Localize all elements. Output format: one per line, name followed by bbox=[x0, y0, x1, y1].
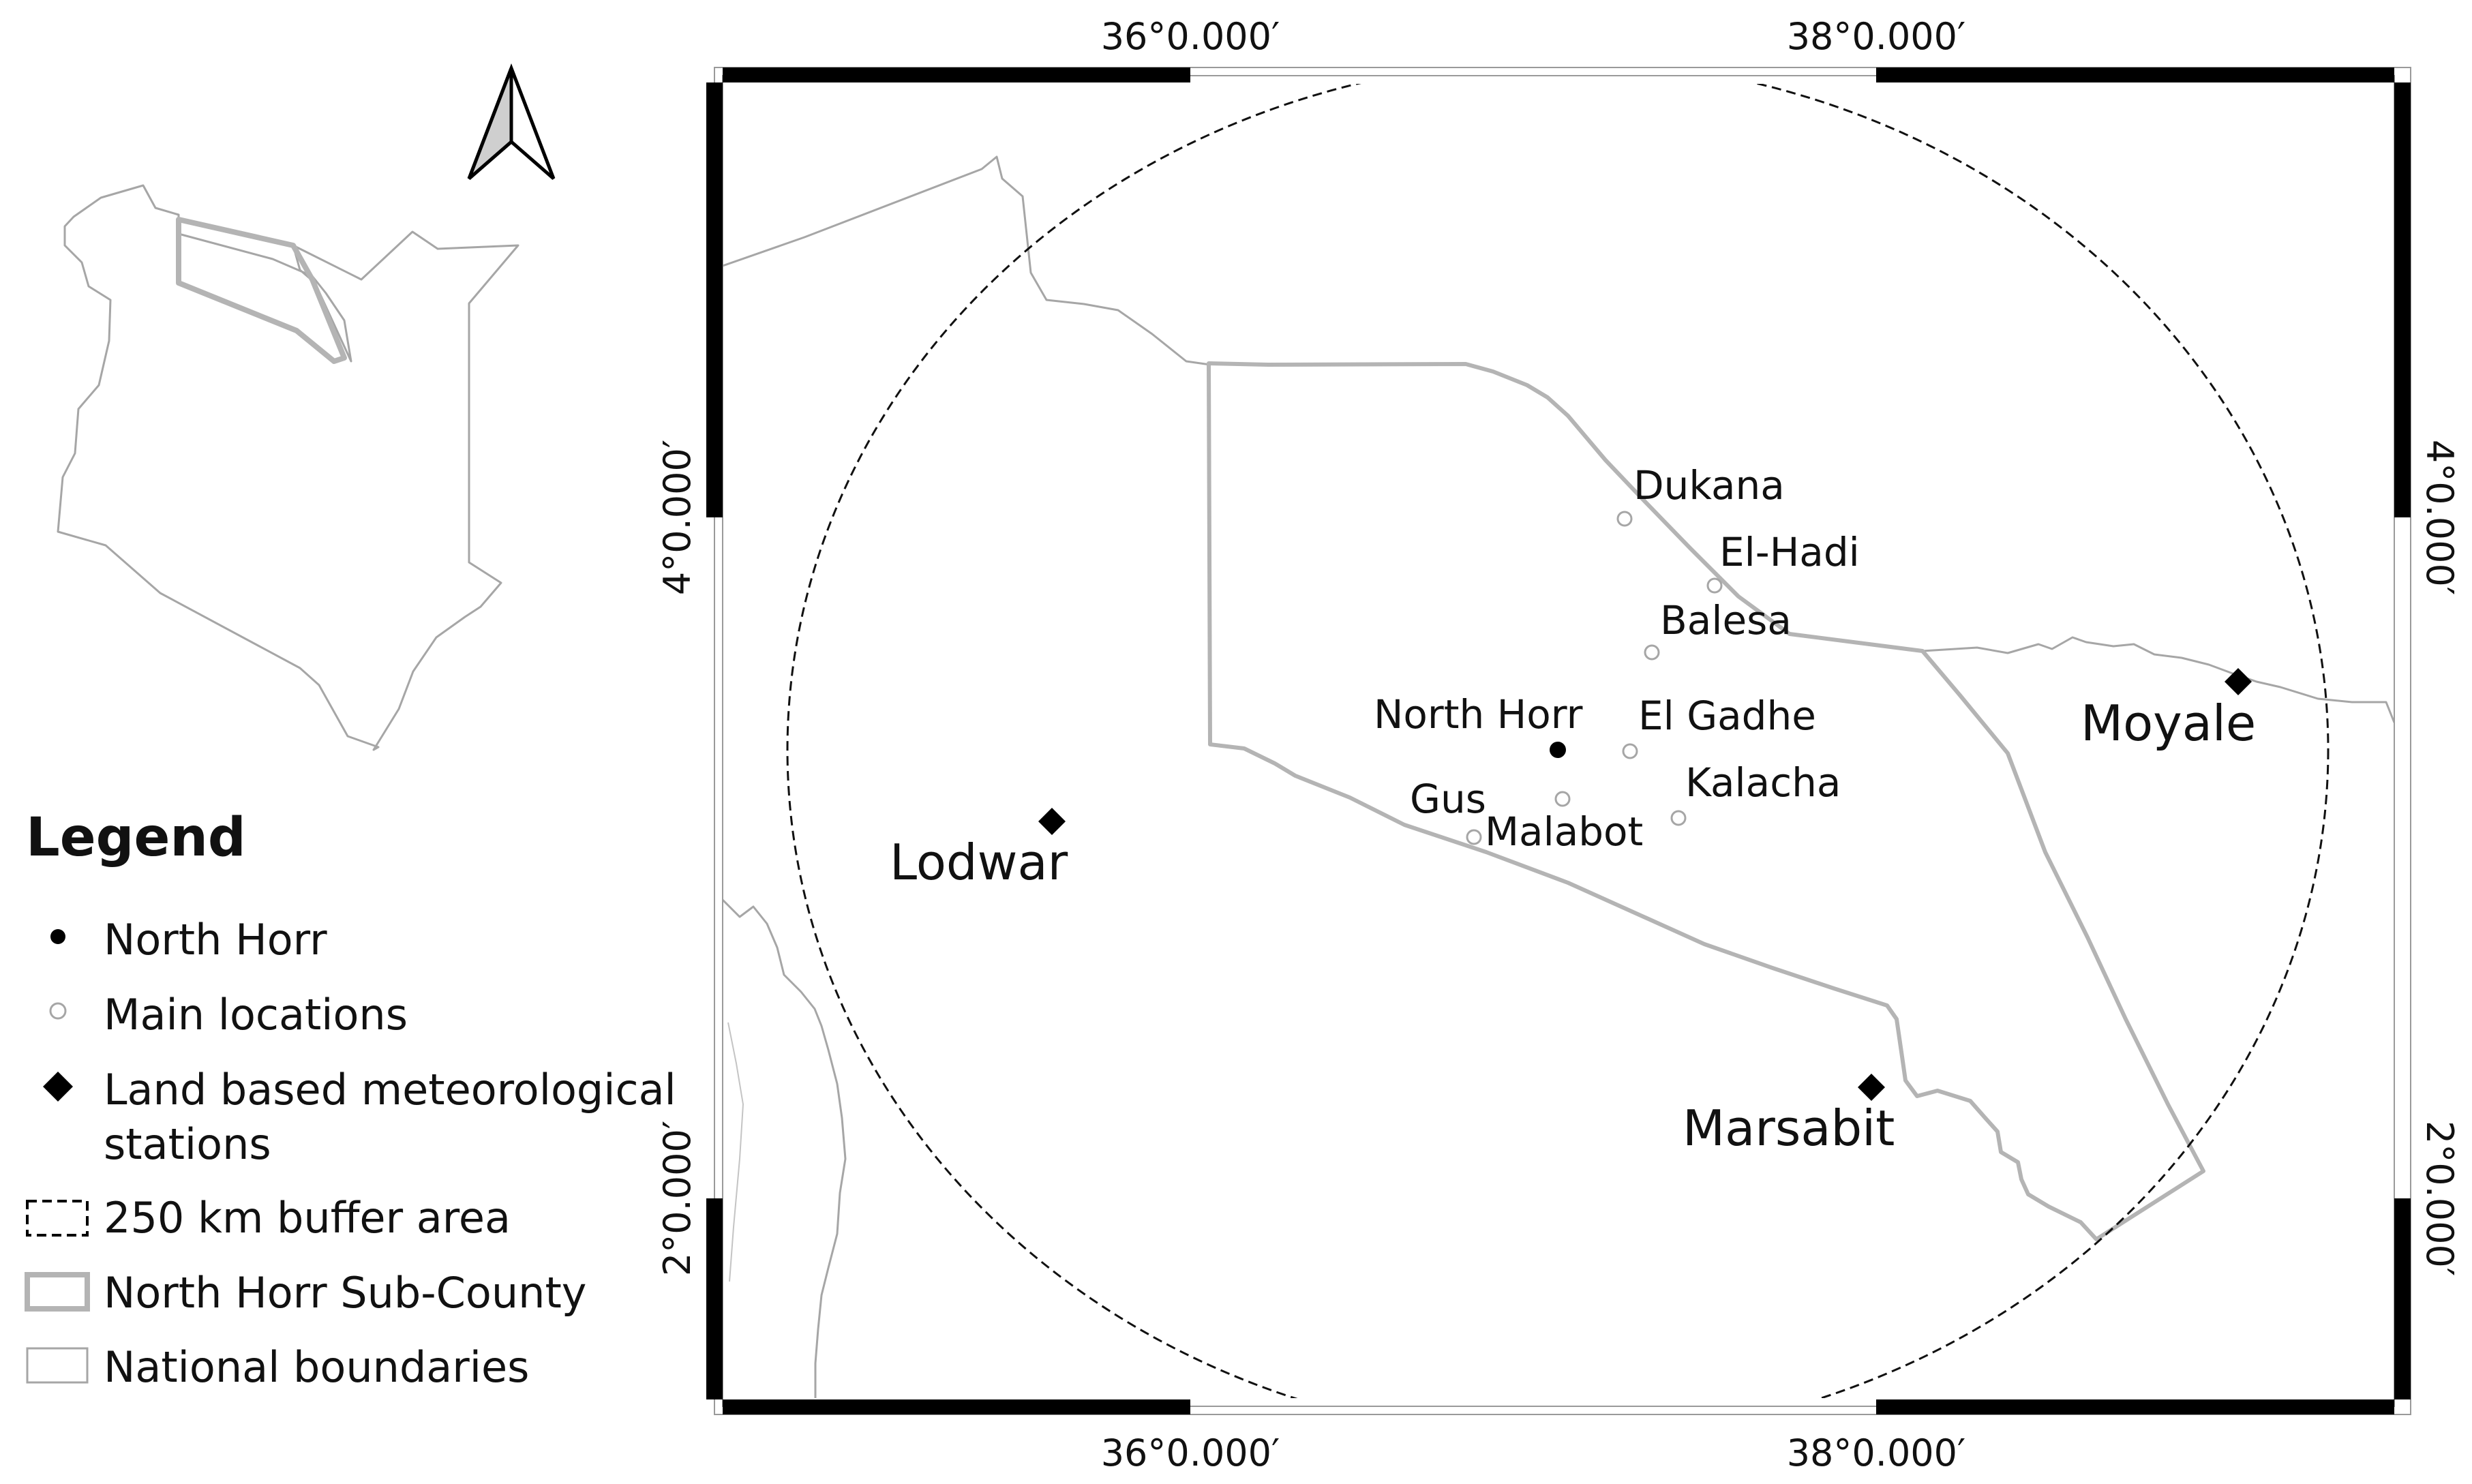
label-malabot: Malabot bbox=[1485, 808, 1643, 855]
grid-label-left-4: 4°0.000′ bbox=[656, 440, 699, 595]
kenya-inset-subcounty bbox=[176, 217, 347, 364]
filled-dot-icon bbox=[50, 929, 65, 944]
grid-label-right-2: 2°0.000′ bbox=[2418, 1121, 2461, 1276]
national-boundary-north bbox=[723, 155, 1211, 366]
grid-label-right-4: 4°0.000′ bbox=[2418, 440, 2461, 595]
legend-title: Legend bbox=[26, 807, 246, 868]
location-marker-malabot bbox=[1466, 829, 1482, 845]
dashed-rect-icon bbox=[26, 1200, 89, 1237]
north-arrow-icon bbox=[467, 63, 556, 180]
label-balesa: Balesa bbox=[1660, 597, 1792, 643]
location-marker-dukana bbox=[1616, 511, 1633, 527]
station-marker-marsabit bbox=[1858, 1074, 1885, 1101]
legend-label-subcounty: North Horr Sub-County bbox=[104, 1268, 586, 1318]
map-frame bbox=[706, 67, 2411, 1415]
grid-label-bottom-36: 36°0.000′ bbox=[1101, 1432, 1280, 1474]
legend-label-buffer: 250 km buffer area bbox=[104, 1193, 511, 1243]
location-marker-el-hadi bbox=[1706, 577, 1723, 594]
label-marsabit: Marsabit bbox=[1683, 1100, 1895, 1157]
legend-label-met-stations-line1: Land based meteorological bbox=[104, 1065, 676, 1115]
hollow-circle-icon bbox=[49, 1002, 67, 1020]
national-boundary-lake-west bbox=[727, 1022, 744, 1282]
label-el-hadi: El-Hadi bbox=[1719, 529, 1860, 575]
kenya-inset-map bbox=[57, 184, 519, 751]
legend-label-national-boundaries: National boundaries bbox=[104, 1342, 529, 1392]
gray-thin-rect-icon bbox=[26, 1347, 89, 1384]
grid-label-bottom-38: 38°0.000′ bbox=[1787, 1432, 1966, 1474]
grid-label-top-38: 38°0.000′ bbox=[1787, 15, 1966, 58]
label-gus: Gus bbox=[1410, 776, 1486, 822]
label-dukana: Dukana bbox=[1633, 462, 1785, 509]
national-boundary-lake-turkana bbox=[723, 898, 847, 1398]
legend-label-met-stations-line2: stations bbox=[104, 1119, 271, 1169]
legend-label-main-locations: Main locations bbox=[104, 990, 408, 1040]
north-horr-marker bbox=[1550, 742, 1566, 758]
label-lodwar: Lodwar bbox=[890, 834, 1068, 891]
kenya-outline bbox=[57, 184, 519, 751]
national-boundary-east bbox=[1922, 636, 2394, 723]
label-north-horr: North Horr bbox=[1374, 691, 1583, 738]
label-el-gadhe: El Gadhe bbox=[1638, 693, 1816, 739]
location-marker-balesa bbox=[1644, 644, 1660, 661]
location-marker-kalacha bbox=[1670, 810, 1687, 826]
grid-label-top-36: 36°0.000′ bbox=[1101, 15, 1280, 58]
station-marker-moyale bbox=[2225, 668, 2252, 695]
location-marker-el-gadhe bbox=[1622, 743, 1638, 759]
legend: Legend North Horr Main locations Land ba… bbox=[25, 807, 676, 1392]
main-locations bbox=[1466, 511, 1723, 845]
grid-label-left-2: 2°0.000′ bbox=[656, 1121, 699, 1276]
location-marker-gus bbox=[1554, 791, 1571, 807]
label-kalacha: Kalacha bbox=[1685, 759, 1841, 806]
station-marker-lodwar bbox=[1038, 808, 1066, 835]
gray-thick-rect-icon bbox=[25, 1272, 90, 1312]
buffer-250km bbox=[786, 84, 2330, 1398]
diamond-icon bbox=[43, 1072, 73, 1102]
label-moyale: Moyale bbox=[2081, 695, 2256, 752]
legend-label-north-horr: North Horr bbox=[104, 915, 327, 965]
main-map: 36°0.000′ 38°0.000′ 36°0.000′ 38°0.000′ … bbox=[656, 15, 2461, 1474]
met-stations bbox=[1038, 668, 2252, 1101]
subcounty-boundary bbox=[1207, 361, 2205, 1241]
